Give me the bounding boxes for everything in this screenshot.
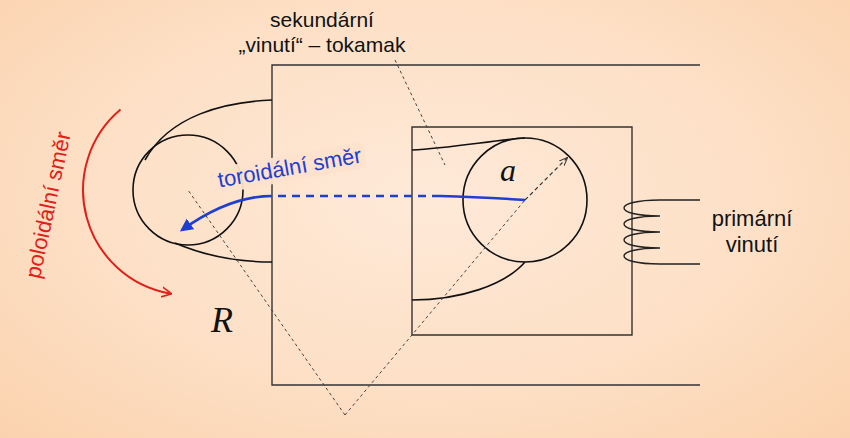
primary-winding-label: primární vinutí [712, 206, 793, 259]
tokamak-torus [133, 100, 587, 300]
leader-lines [188, 60, 525, 415]
torus-right-section [463, 138, 587, 262]
minor-radius-label: a [500, 151, 516, 189]
toroidal-arrow-start [440, 196, 525, 200]
minor-radius-line [525, 158, 567, 200]
core-outer-edge [272, 65, 700, 385]
core-window [412, 127, 632, 335]
primary-coil [624, 200, 700, 264]
major-radius-leader-left [188, 190, 345, 415]
transformer-core [272, 65, 700, 385]
torus-outer-top [145, 100, 272, 160]
torus-outer-bottom [175, 243, 272, 262]
secondary-leader [395, 60, 445, 165]
toroidal-arrow [182, 196, 525, 230]
toroidal-arrow-hidden [272, 195, 440, 198]
toroidal-direction-label: toroidální směr [213, 142, 367, 194]
torus-window-top [412, 138, 525, 150]
poloidal-arrow [83, 110, 170, 294]
secondary-winding-label: sekundární „vinutí“ – tokamak [239, 7, 406, 57]
major-radius-leader-right [345, 200, 525, 415]
major-radius-label: R [211, 299, 233, 342]
poloidal-direction-label: poloidální směr [20, 129, 77, 280]
